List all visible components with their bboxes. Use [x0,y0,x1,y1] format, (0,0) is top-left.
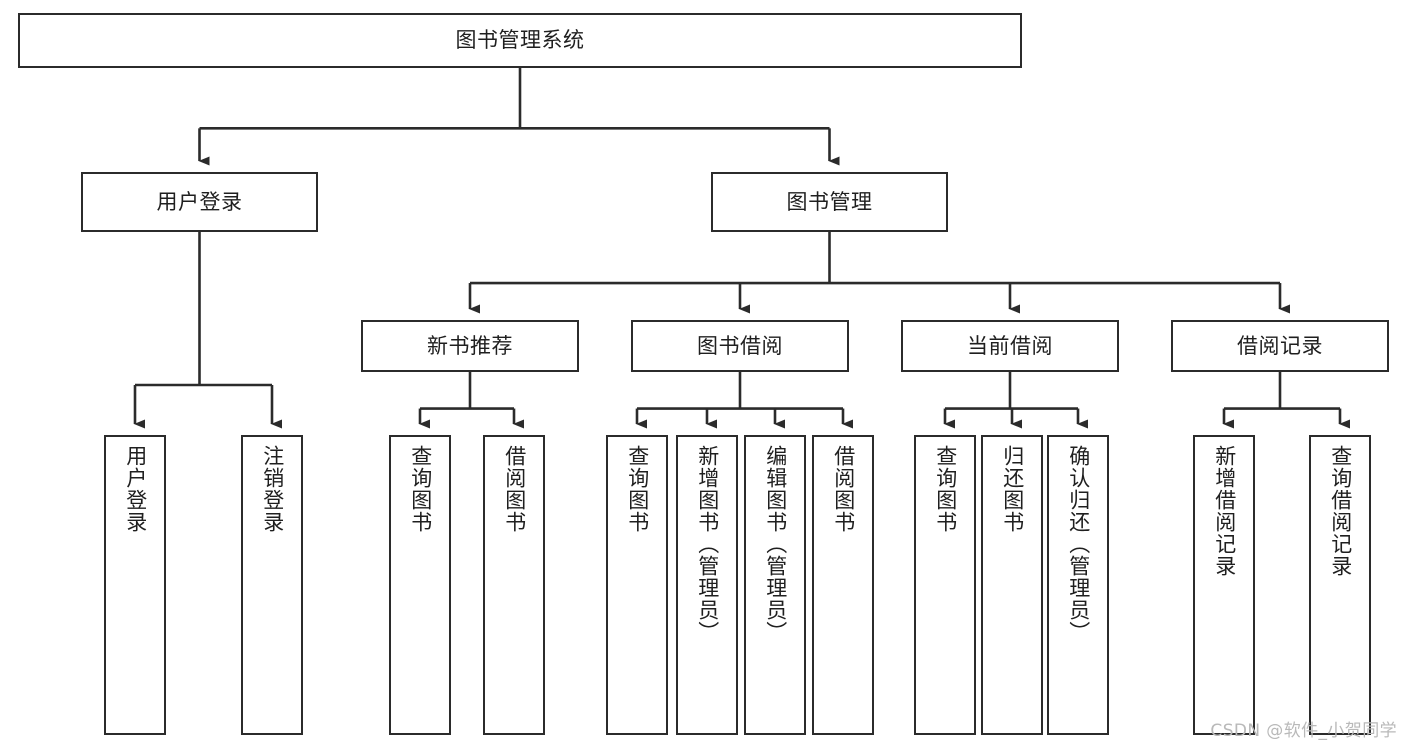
node-label: 查询图书 [408,445,433,533]
node-label: 归还图书 [1000,445,1025,533]
node-label: 新书推荐 [427,333,513,358]
node-leaf-query-book-2[interactable]: 查询图书 [606,435,668,735]
node-label: 借阅图书 [502,445,527,533]
node-label: 新增图书（管理员） [695,445,720,643]
node-label: 查询图书 [625,445,650,533]
node-label: 用户登录 [123,445,148,533]
node-leaf-user-login[interactable]: 用户登录 [104,435,166,735]
node-new-book-rec[interactable]: 新书推荐 [361,320,579,372]
node-label: 确认归还（管理员） [1066,445,1091,643]
node-current-borrow[interactable]: 当前借阅 [901,320,1119,372]
node-label: 图书借阅 [697,333,783,358]
node-leaf-add-record[interactable]: 新增借阅记录 [1193,435,1255,735]
node-book-manage[interactable]: 图书管理 [711,172,948,232]
node-label: 新增借阅记录 [1212,445,1237,577]
node-leaf-confirm-return[interactable]: 确认归还（管理员） [1047,435,1109,735]
node-label: 用户登录 [156,189,243,214]
node-leaf-query-record[interactable]: 查询借阅记录 [1309,435,1371,735]
node-label: 注销登录 [260,445,285,533]
node-label: 编辑图书（管理员） [763,445,788,643]
node-leaf-borrow-book-1[interactable]: 借阅图书 [483,435,545,735]
node-borrow-record[interactable]: 借阅记录 [1171,320,1389,372]
node-label: 查询图书 [933,445,958,533]
node-leaf-return-book[interactable]: 归还图书 [981,435,1043,735]
node-label: 借阅图书 [831,445,856,533]
node-root[interactable]: 图书管理系统 [18,13,1022,68]
node-leaf-edit-book[interactable]: 编辑图书（管理员） [744,435,806,735]
node-label: 图书管理 [786,189,873,214]
node-book-borrow[interactable]: 图书借阅 [631,320,849,372]
node-label: 借阅记录 [1237,333,1323,358]
node-leaf-borrow-book-2[interactable]: 借阅图书 [812,435,874,735]
node-user-login[interactable]: 用户登录 [81,172,318,232]
node-label: 图书管理系统 [455,28,585,53]
watermark-text: CSDN @软件_小贺同学 [1210,721,1397,741]
node-leaf-user-logout[interactable]: 注销登录 [241,435,303,735]
node-label: 当前借阅 [967,333,1053,358]
node-leaf-query-book-1[interactable]: 查询图书 [389,435,451,735]
node-label: 查询借阅记录 [1328,445,1353,577]
node-leaf-query-book-3[interactable]: 查询图书 [914,435,976,735]
node-leaf-add-book[interactable]: 新增图书（管理员） [676,435,738,735]
